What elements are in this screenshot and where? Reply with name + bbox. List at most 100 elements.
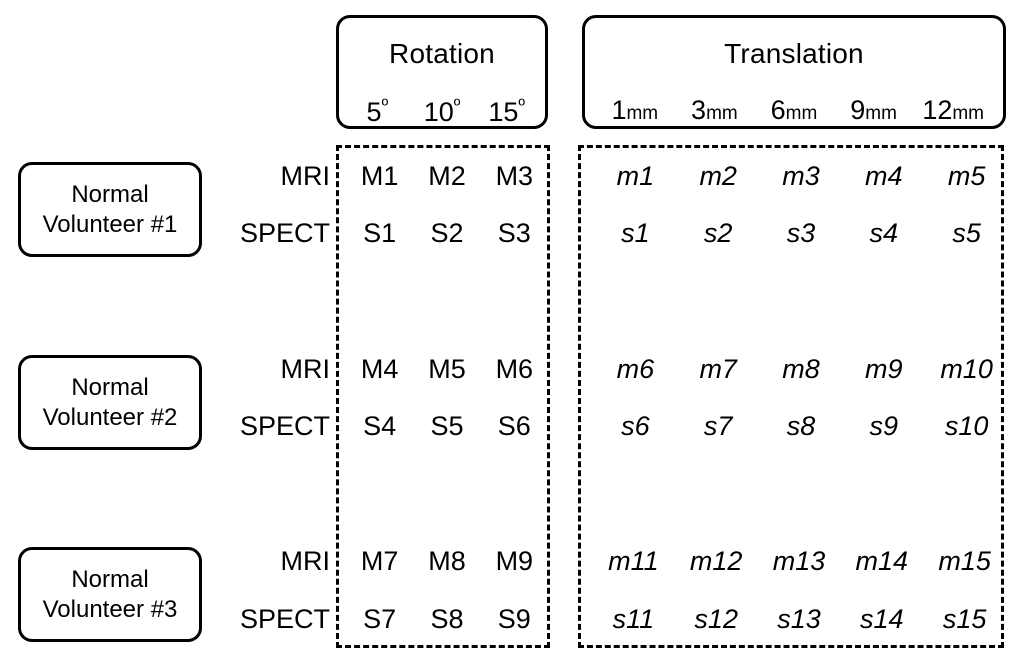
cell-rotation: S1 [363,218,397,248]
translation-tick-9mm: 9mm [834,97,914,124]
volunteer-3-spect-label: SPECT [239,604,330,634]
volunteer-2-spect-rotation-row: S4 S5 S6 [342,413,552,440]
cell-rotation: M2 [428,161,466,191]
translation-tick-6mm-unit: mm [785,103,818,124]
translation-tick-1mm-unit: mm [626,103,659,124]
cell-rotation: M5 [428,354,466,384]
cell-rotation: M7 [360,546,399,576]
rotation-tick-15deg: 15º [474,96,539,126]
cell-translation: s8 [786,411,816,441]
volunteer-1-mri-translation-row: m1 m2 m3 m4 m5 [586,163,1016,190]
volunteer-3-line2: Volunteer #3 [42,595,178,623]
cell-translation: s13 [777,604,821,634]
cell-translation: m11 [608,546,659,576]
cell-rotation: S8 [430,604,464,634]
cell-rotation: S3 [497,218,531,248]
cell-translation: m2 [699,161,737,191]
rotation-tick-5deg-value: 5 [366,97,382,127]
cell-translation: s15 [942,604,987,634]
cell-rotation: M1 [360,161,399,191]
cell-translation: m12 [689,546,743,576]
volunteer-2-mri-rotation-row: M4 M5 M6 [342,356,552,383]
cell-translation: m14 [855,546,909,576]
cell-rotation: M6 [495,354,534,384]
cell-rotation: S7 [363,604,397,634]
volunteer-3-mri-label: MRI [280,546,331,576]
translation-tick-1mm-value: 1 [611,95,627,125]
cell-rotation: S4 [363,411,397,441]
rotation-tick-row: 5º 10º 15º [339,96,545,126]
translation-tick-3mm-unit: mm [706,103,738,124]
cell-translation: s14 [860,604,904,634]
volunteer-1-mri-rotation-row: M1 M2 M3 [342,163,552,190]
cell-translation: s2 [703,218,733,248]
cell-translation: s4 [869,218,899,248]
translation-tick-6mm-value: 6 [770,95,786,125]
volunteer-2-spect-label: SPECT [239,411,330,441]
volunteer-2-mri-label: MRI [280,354,331,384]
volunteer-2-line2: Volunteer #2 [42,403,178,431]
translation-tick-12mm: 12mm [913,97,993,124]
cell-translation: s1 [621,218,650,248]
cell-translation: m9 [865,354,903,384]
cell-rotation: S2 [430,218,464,248]
cell-translation: s5 [952,218,981,248]
rotation-tick-15deg-unit: º [518,95,525,115]
rotation-tick-10deg: 10º [410,96,475,126]
cell-translation: m4 [865,161,903,191]
translation-tick-row: 1mm 3mm 6mm 9mm 12mm [585,97,1003,124]
cell-rotation: S5 [430,411,464,441]
translation-tick-3mm-value: 3 [691,95,707,125]
translation-tick-6mm: 6mm [754,97,834,124]
translation-tick-12mm-value: 12 [922,95,953,125]
cell-translation: m5 [947,161,986,191]
rotation-tick-10deg-unit: º [453,95,461,115]
volunteer-3-box: Normal Volunteer #3 [18,547,202,642]
translation-data-group-box [578,145,1004,648]
volunteer-2-spect-translation-row: s6 s7 s8 s9 s10 [586,413,1016,440]
cell-translation: s3 [786,218,816,248]
volunteer-1-spect-label: SPECT [239,218,330,248]
translation-header-title: Translation [724,38,864,69]
rotation-tick-5deg-unit: º [381,95,389,115]
volunteer-2-box: Normal Volunteer #2 [18,355,202,450]
cell-translation: m15 [938,546,991,576]
translation-tick-9mm-value: 9 [850,95,866,125]
rotation-data-group-box [336,145,550,648]
cell-translation: s7 [703,411,733,441]
cell-rotation: M8 [428,546,466,576]
translation-header-box: Translation 1mm 3mm 6mm 9mm 12mm [582,15,1006,129]
volunteer-3-line1: Normal [71,565,149,593]
translation-tick-1mm: 1mm [595,97,675,124]
volunteer-3-mri-rotation-row: M7 M8 M9 [342,548,552,575]
cell-translation: m13 [772,546,826,576]
volunteer-3-mri-translation-row: m11 m12 m13 m14 m15 [586,548,1012,575]
rotation-tick-5deg: 5º [345,96,410,126]
cell-translation: m3 [782,161,820,191]
cell-rotation: S9 [497,604,531,634]
translation-tick-3mm: 3mm [675,97,755,124]
cell-translation: m7 [699,354,737,384]
cell-translation: s9 [869,411,899,441]
rotation-header-title: Rotation [389,38,495,69]
volunteer-2-line1: Normal [71,373,149,401]
cell-translation: m1 [616,161,655,191]
volunteer-3-spect-translation-row: s11 s12 s13 s14 s15 [586,606,1012,633]
translation-tick-9mm-unit: mm [865,103,897,124]
volunteer-1-spect-rotation-row: S1 S2 S3 [342,220,552,247]
cell-translation: m10 [940,354,993,384]
cell-translation: m8 [782,354,820,384]
cell-translation: s11 [612,604,655,634]
cell-rotation: M3 [495,161,534,191]
rotation-tick-10deg-value: 10 [423,97,454,127]
cell-rotation: M9 [495,546,534,576]
volunteer-1-mri-label: MRI [280,161,331,191]
cell-translation: m6 [616,354,655,384]
cell-translation: s6 [621,411,650,441]
volunteer-1-spect-translation-row: s1 s2 s3 s4 s5 [586,220,1016,247]
volunteer-2-mri-translation-row: m6 m7 m8 m9 m10 [586,356,1016,383]
volunteer-1-line2: Volunteer #1 [42,210,178,238]
cell-translation: s10 [944,411,989,441]
cell-translation: s12 [694,604,738,634]
